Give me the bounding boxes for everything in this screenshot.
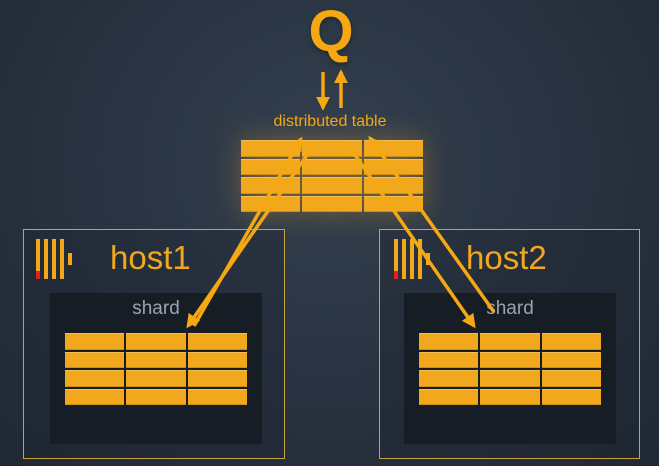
- query-q-label: Q: [308, 0, 354, 64]
- table-cell: [419, 388, 479, 405]
- table-cell: [419, 333, 479, 350]
- shard1-to-dist-arrow: [192, 136, 303, 327]
- table-cell: [187, 388, 247, 405]
- shard2-table: [419, 333, 601, 405]
- shard1-box: shard: [50, 293, 262, 444]
- table-cell: [187, 333, 247, 350]
- table-cell: [302, 195, 362, 212]
- shard2-label: shard: [486, 298, 534, 319]
- table-cell: [363, 195, 423, 212]
- table-cell: [419, 370, 479, 387]
- table-cell: [419, 351, 479, 368]
- table-cell: [541, 333, 601, 350]
- table-cell: [241, 195, 301, 212]
- table-cell: [126, 333, 186, 350]
- table-cell: [541, 370, 601, 387]
- shard2-box: shard: [404, 293, 616, 444]
- dist-to-shard2-arrow: [344, 141, 476, 329]
- distributed-table: [241, 140, 423, 212]
- table-cell: [541, 388, 601, 405]
- table-cell: [65, 370, 125, 387]
- table-cell: [363, 158, 423, 175]
- table-cell: [65, 333, 125, 350]
- table-cell: [126, 351, 186, 368]
- shard1-label: shard: [132, 298, 180, 319]
- table-cell: [126, 388, 186, 405]
- table-cell: [241, 140, 301, 157]
- table-cell: [480, 370, 540, 387]
- table-cell: [302, 177, 362, 194]
- table-cell: [65, 388, 125, 405]
- table-cell: [480, 351, 540, 368]
- host1-box: host1 shard: [23, 229, 285, 459]
- table-cell: [187, 351, 247, 368]
- shard1-table: [65, 333, 247, 405]
- distributed-table-label: distributed table: [273, 113, 387, 130]
- dist-to-shard1-arrow: [186, 141, 318, 329]
- table-cell: [241, 177, 301, 194]
- host2-label: host2: [466, 239, 547, 276]
- shard2-to-dist-arrow: [368, 135, 496, 314]
- table-cell: [65, 351, 125, 368]
- host1-label: host1: [110, 239, 191, 276]
- table-cell: [480, 333, 540, 350]
- table-cell: [541, 351, 601, 368]
- table-cell: [302, 158, 362, 175]
- table-cell: [480, 388, 540, 405]
- table-cell: [126, 370, 186, 387]
- host2-box: host2 shard: [379, 229, 640, 459]
- table-cell: [187, 370, 247, 387]
